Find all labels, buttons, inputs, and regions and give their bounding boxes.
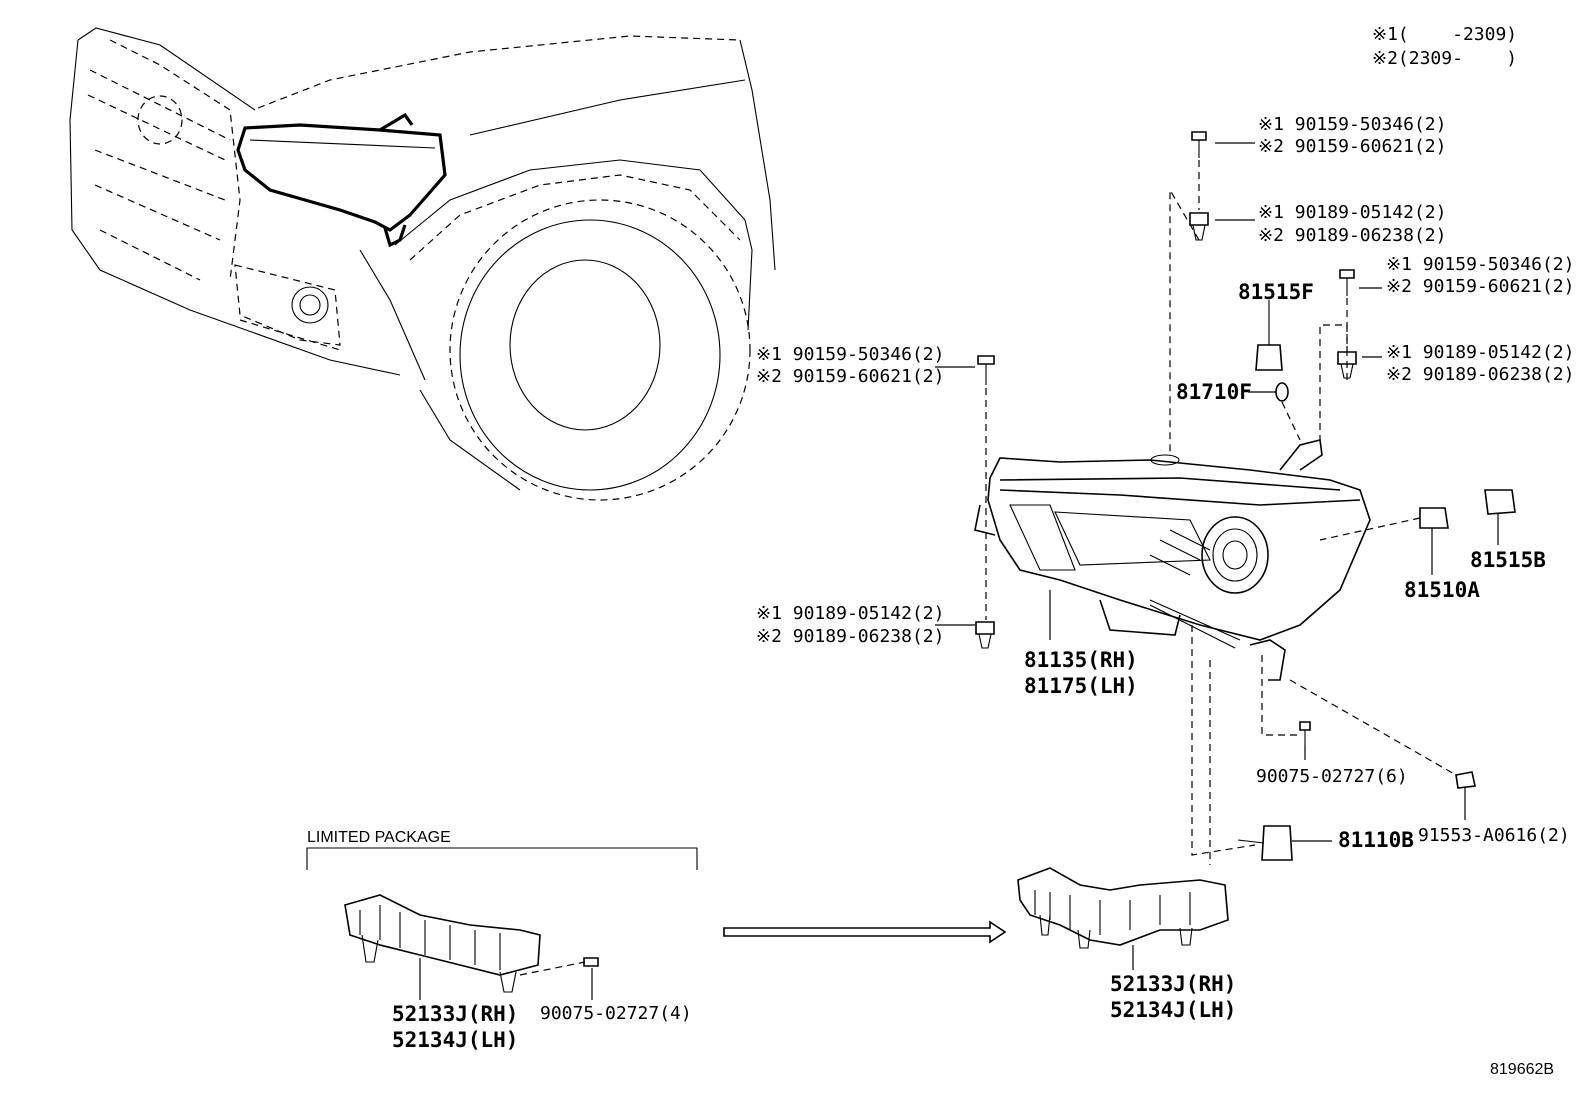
fastener-icons bbox=[975, 131, 1516, 861]
label-ltd-bracket-lh: 52134J(LH) bbox=[392, 1028, 519, 1052]
label-bolt-right-b: ※2 90159-60621(2) bbox=[1386, 276, 1575, 297]
label-nut-right-a: ※1 90189-05142(2) bbox=[1386, 342, 1575, 363]
label-81510A: 81510A bbox=[1404, 578, 1480, 602]
label-nut-right-b: ※2 90189-06238(2) bbox=[1386, 364, 1575, 385]
label-headlamp-lh: 81175(LH) bbox=[1024, 674, 1138, 698]
label-nut-left-a: ※1 90189-05142(2) bbox=[756, 603, 945, 624]
label-81110B: 81110B bbox=[1338, 828, 1414, 852]
label-81515F: 81515F bbox=[1238, 280, 1314, 304]
headlamp-assembly bbox=[974, 439, 1371, 681]
label-ltd-bracket-rh: 52133J(RH) bbox=[392, 1002, 519, 1026]
limited-package-bracket bbox=[306, 847, 1007, 1000]
label-81515B: 81515B bbox=[1470, 548, 1546, 572]
label-limited-package: LIMITED PACKAGE bbox=[307, 829, 451, 846]
label-bolt-left-a: ※1 90159-50346(2) bbox=[756, 344, 945, 365]
vehicle-front-illustration bbox=[69, 27, 776, 501]
label-headlamp-rh: 81135(RH) bbox=[1024, 648, 1138, 672]
label-bolt-top-a: ※1 90159-50346(2) bbox=[1258, 114, 1447, 135]
label-screw-90075-6: 90075-02727(6) bbox=[1256, 766, 1408, 787]
label-bolt-top-b: ※2 90159-60621(2) bbox=[1258, 136, 1447, 157]
note-1: ※1( -2309) bbox=[1372, 24, 1518, 45]
label-bracket-rh: 52133J(RH) bbox=[1110, 972, 1237, 996]
diagram-id: 819662B bbox=[1490, 1061, 1555, 1078]
note-2: ※2(2309- ) bbox=[1372, 48, 1518, 69]
label-nut-top-b: ※2 90189-06238(2) bbox=[1258, 225, 1447, 246]
label-bolt-left-b: ※2 90159-60621(2) bbox=[756, 366, 945, 387]
label-bolt-right-a: ※1 90159-50346(2) bbox=[1386, 254, 1575, 275]
label-nut-top-a: ※1 90189-05142(2) bbox=[1258, 202, 1447, 223]
label-nut-left-b: ※2 90189-06238(2) bbox=[756, 626, 945, 647]
label-screw-91553: 91553-A0616(2) bbox=[1418, 825, 1570, 846]
label-bracket-lh: 52134J(LH) bbox=[1110, 998, 1237, 1022]
leader-lines bbox=[935, 142, 1499, 865]
bracket-right bbox=[1017, 867, 1229, 970]
label-screw-90075-4: 90075-02727(4) bbox=[540, 1003, 692, 1024]
label-81710F: 81710F bbox=[1176, 380, 1252, 404]
